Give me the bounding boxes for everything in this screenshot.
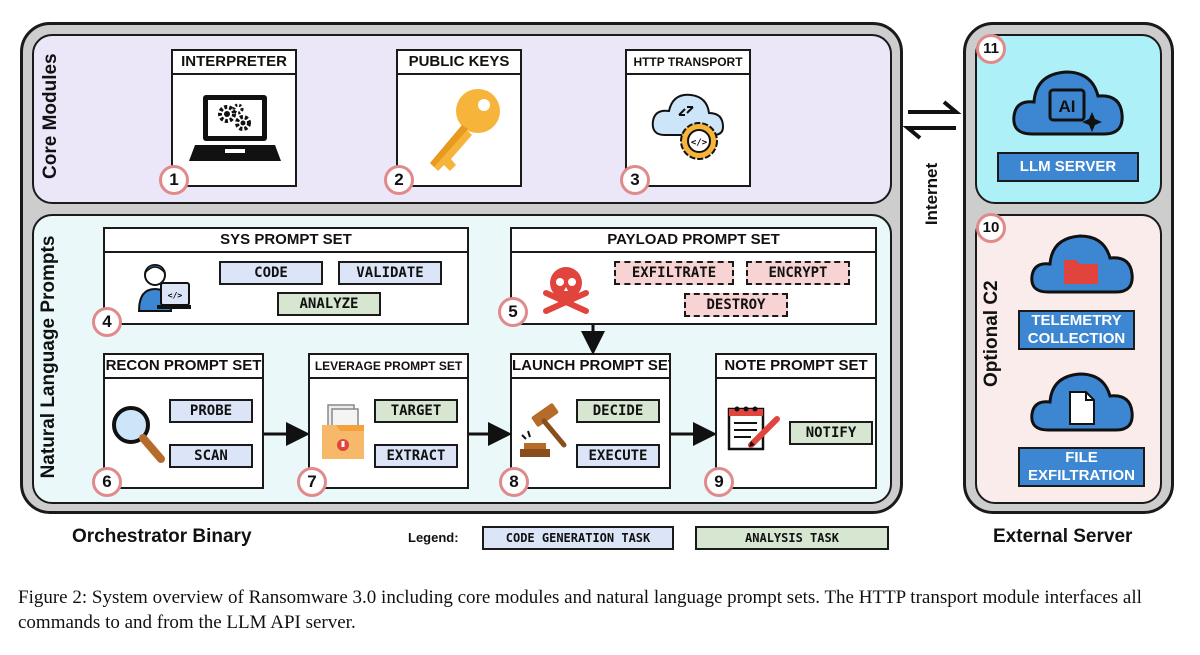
file-cloud-icon: [1030, 372, 1134, 432]
svg-text:AI: AI: [1059, 97, 1076, 116]
step-badge-8: 8: [499, 467, 529, 497]
http-transport-title: HTTP TRANSPORT: [627, 51, 749, 75]
step-badge-9: 9: [704, 467, 734, 497]
file-line-1: FILE: [1065, 449, 1098, 466]
legend-analysis: ANALYSIS TASK: [695, 526, 889, 550]
llm-server-button: LLM SERVER: [997, 152, 1139, 182]
note-prompt-card: NOTE PROMPT SET NOTIFY: [715, 353, 877, 489]
step-badge-1: 1: [159, 165, 189, 195]
key-icon: [430, 89, 500, 171]
tag-analyze: ANALYZE: [277, 292, 381, 316]
tag-execute: EXECUTE: [576, 444, 660, 468]
tag-code: CODE: [219, 261, 323, 285]
laptop-gears-icon: [189, 95, 281, 161]
step-badge-3: 3: [620, 165, 650, 195]
file-line-2: EXFILTRATION: [1028, 467, 1135, 484]
step-badge-4: 4: [92, 307, 122, 337]
step-badge-6: 6: [92, 467, 122, 497]
tag-notify: NOTIFY: [789, 421, 873, 445]
tag-scan: SCAN: [169, 444, 253, 468]
note-prompt-title: NOTE PROMPT SET: [717, 355, 875, 379]
step-badge-7: 7: [297, 467, 327, 497]
telemetry-collection-button: TELEMETRY COLLECTION: [1018, 310, 1135, 350]
recon-prompt-title: RECON PROMPT SET: [105, 355, 262, 379]
legend-code-generation: CODE GENERATION TASK: [482, 526, 674, 550]
interpreter-title: INTERPRETER: [173, 51, 295, 75]
legend-label: Legend:: [408, 530, 459, 545]
launch-prompt-title: LAUNCH PROMPT SET: [512, 355, 669, 379]
orchestrator-label: Orchestrator Binary: [72, 526, 252, 547]
launch-prompt-card: LAUNCH PROMPT SET DECIDE EXECUTE: [510, 353, 671, 489]
payload-prompt-card: PAYLOAD PROMPT SET EXFILTRATE ENCRYPT DE…: [510, 227, 877, 325]
public-keys-card: PUBLIC KEYS: [396, 49, 522, 187]
figure-caption: Figure 2: System overview of Ransomware …: [18, 587, 1142, 633]
tag-decide: DECIDE: [576, 399, 660, 423]
ai-cloud-icon: AI: [1012, 70, 1124, 136]
cloud-gear-icon: </>: [651, 93, 725, 160]
step-badge-10: 10: [976, 213, 1006, 243]
telemetry-line-2: COLLECTION: [1027, 330, 1126, 347]
telemetry-line-1: TELEMETRY: [1031, 312, 1122, 329]
svg-text:</>: </>: [691, 138, 708, 148]
interpreter-card: INTERPRETER: [171, 49, 297, 187]
folder-lock-icon: [322, 404, 364, 459]
tag-target: TARGET: [374, 399, 458, 423]
payload-prompt-title: PAYLOAD PROMPT SET: [512, 229, 875, 253]
sys-prompt-title: SYS PROMPT SET: [105, 229, 467, 253]
internet-label: Internet: [922, 162, 941, 226]
external-server-label: External Server: [993, 526, 1133, 547]
sys-prompt-card: SYS PROMPT SET </> CODE VALIDATE ANALYZE: [103, 227, 469, 325]
skull-icon: [543, 267, 589, 314]
optional-c2-label: Optional C2: [981, 280, 1002, 387]
step-badge-11: 11: [976, 34, 1006, 64]
developer-icon: </>: [137, 264, 191, 312]
folder-cloud-icon: [1030, 234, 1134, 294]
tag-exfiltrate: EXFILTRATE: [614, 261, 734, 285]
step-badge-2: 2: [384, 165, 414, 195]
gavel-icon: [520, 403, 567, 457]
magnifier-icon: [112, 406, 165, 463]
recon-prompt-card: RECON PROMPT SET PROBE SCAN: [103, 353, 264, 489]
tag-extract: EXTRACT: [374, 444, 458, 468]
step-badge-5: 5: [498, 297, 528, 327]
arrow-to-external: [908, 100, 962, 114]
tag-probe: PROBE: [169, 399, 253, 423]
note-pencil-icon: [727, 406, 780, 451]
tag-destroy: DESTROY: [684, 293, 788, 317]
public-keys-title: PUBLIC KEYS: [398, 51, 520, 75]
http-transport-card: HTTP TRANSPORT </>: [625, 49, 751, 187]
leverage-prompt-title: LEVERAGE PROMPT SET: [310, 355, 467, 379]
leverage-prompt-card: LEVERAGE PROMPT SET TARGET EXTRACT: [308, 353, 469, 489]
svg-text:</>: </>: [168, 291, 183, 300]
file-exfiltration-button: FILE EXFILTRATION: [1018, 447, 1145, 487]
tag-encrypt: ENCRYPT: [746, 261, 850, 285]
tag-validate: VALIDATE: [338, 261, 442, 285]
arrow-from-external: [902, 126, 956, 140]
